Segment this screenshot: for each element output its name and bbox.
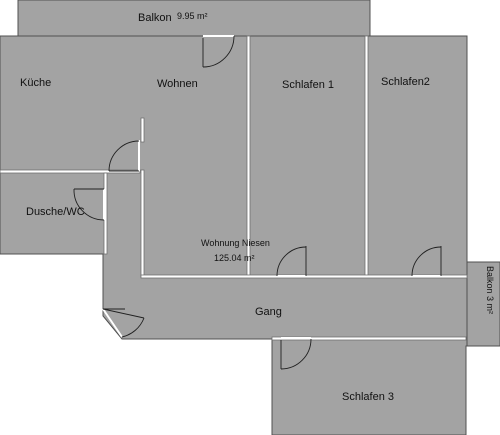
room-schlafen1-label: Schlafen 1 bbox=[282, 79, 334, 91]
room-wohnen-label: Wohnen bbox=[157, 78, 198, 90]
door-balkon bbox=[202, 35, 235, 68]
balkon-right-label: Balkon 3 m² bbox=[485, 266, 495, 314]
balkon-top bbox=[17, 0, 371, 37]
room-gang-label: Gang bbox=[255, 306, 282, 318]
door-schlafen2 bbox=[411, 246, 442, 277]
apartment-floor bbox=[0, 35, 468, 435]
door-dusche bbox=[73, 188, 105, 221]
balkon-label: Balkon bbox=[138, 12, 172, 24]
balkon-area: 9.95 m² bbox=[177, 11, 208, 21]
apartment-name: Wohnung Niesen bbox=[201, 238, 270, 248]
door-entrance bbox=[102, 308, 145, 338]
doors bbox=[73, 35, 442, 370]
apartment-area: 125.04 m² bbox=[214, 253, 255, 263]
balkon-right bbox=[466, 261, 500, 347]
door-schlafen1 bbox=[276, 246, 307, 277]
room-schlafen2-label: Schlafen2 bbox=[381, 76, 430, 88]
room-schlafen3-label: Schlafen 3 bbox=[342, 391, 394, 403]
room-kueche-label: Küche bbox=[20, 77, 51, 89]
door-schlafen3 bbox=[280, 337, 312, 370]
door-kueche-wohnen bbox=[108, 140, 140, 172]
room-dusche-label: Dusche/WC bbox=[26, 206, 85, 218]
